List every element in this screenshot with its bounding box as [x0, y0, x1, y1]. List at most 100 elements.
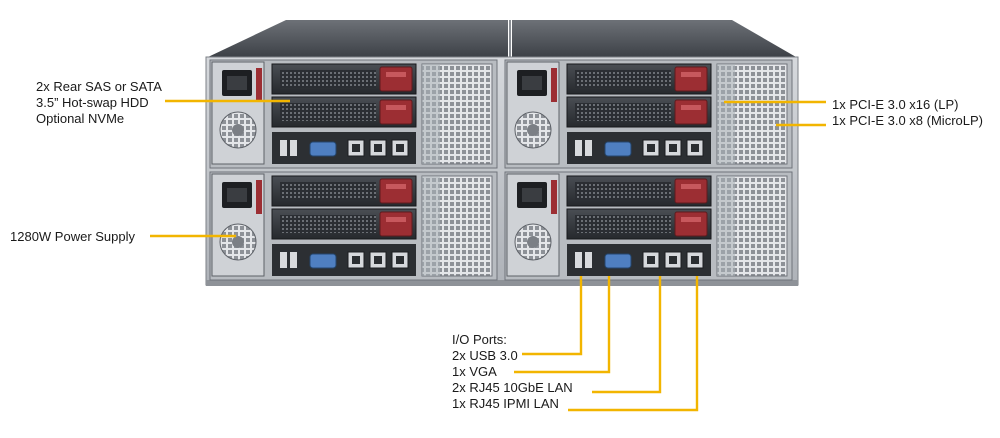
hdd-tray-vent: [575, 215, 671, 233]
io-panel: [272, 132, 416, 164]
compute-nodes: [209, 59, 793, 281]
hdd-bay-1: [271, 63, 417, 95]
hdd-release-handle: [379, 178, 413, 204]
pcie-expansion-area: [716, 175, 788, 277]
rj45-port-jack: [647, 144, 655, 152]
vga-port-icon: [309, 141, 337, 157]
rj45-port-jack: [352, 144, 360, 152]
rj45-port-jack: [396, 144, 404, 152]
hdd-tray-vent: [280, 182, 376, 200]
hdd-release-handle: [379, 211, 413, 237]
usb-port-icon: [290, 140, 297, 156]
usb-port-icon: [280, 252, 287, 268]
hdd-handle-highlight: [386, 217, 406, 222]
compute-node-3: [209, 171, 498, 281]
chassis-top: [208, 20, 796, 57]
psu-fan-hub: [527, 236, 539, 248]
hdd-callout-line-1: 2x Rear SAS or SATA: [36, 79, 162, 94]
hdd-bay-2: [566, 208, 712, 240]
callout-leader-lines: [150, 99, 826, 412]
vga-port-icon: [309, 253, 337, 269]
vga-leader-line: [514, 276, 611, 374]
vga-port-icon: [604, 253, 632, 269]
io-ipmi-lan-label: 1x RJ45 IPMI LAN: [452, 396, 559, 411]
psu-fan-hub: [232, 124, 244, 136]
io-vga-label: 1x VGA: [452, 364, 497, 379]
hdd-handle-highlight: [386, 72, 406, 77]
usb-port-icon: [575, 140, 582, 156]
rj45-port-jack: [669, 256, 677, 264]
power-inlet-socket: [522, 188, 542, 202]
hdd-tray-vent: [280, 103, 376, 121]
hdd-handle-highlight: [681, 72, 701, 77]
rj45-port-jack: [374, 144, 382, 152]
hdd-tray-vent: [575, 182, 671, 200]
pcie-expansion-area: [421, 63, 493, 165]
psu-release-tab: [256, 68, 262, 102]
hdd-callout: 2x Rear SAS or SATA 3.5” Hot-swap HDD Op…: [36, 79, 162, 127]
psu-callout-text: 1280W Power Supply: [10, 229, 136, 244]
psu-release-tab: [551, 180, 557, 214]
rj45-port-jack: [647, 256, 655, 264]
io-10gbe-lan-label: 2x RJ45 10GbE LAN: [452, 380, 573, 395]
hdd-tray-vent: [280, 215, 376, 233]
usb-port-icon: [575, 252, 582, 268]
pcie-callout-line-1: 1x PCI-E 3.0 x16 (LP): [832, 97, 959, 112]
hdd-release-handle: [674, 99, 708, 125]
rj45-port-jack: [691, 144, 699, 152]
usb-port-icon: [290, 252, 297, 268]
rj45-port-jack: [374, 256, 382, 264]
rj45-port-jack: [352, 256, 360, 264]
10gbe-lan-leader-line: [592, 276, 662, 394]
pcie-slot-bracket: [717, 176, 735, 276]
io-panel: [272, 244, 416, 276]
hdd-bay-1: [271, 175, 417, 207]
power-inlet-socket: [522, 76, 542, 90]
power-supply-module: [506, 61, 560, 165]
compute-node-4: [504, 171, 793, 281]
rj45-port-jack: [669, 144, 677, 152]
pcie-expansion-area: [716, 63, 788, 165]
vga-port-icon: [604, 141, 632, 157]
ipmi-lan-leader-line: [568, 276, 699, 412]
hdd-bay-2: [271, 96, 417, 128]
usb-leader-line: [522, 276, 583, 356]
pcie-slot-bracket: [717, 64, 735, 164]
compute-node-1: [209, 59, 498, 169]
pcie-slot-bracket: [422, 176, 440, 276]
psu-release-tab: [256, 180, 262, 214]
usb-port-icon: [280, 140, 287, 156]
hdd-bay-1: [566, 63, 712, 95]
usb-port-icon: [585, 252, 592, 268]
hdd-callout-line-3: Optional NVMe: [36, 111, 125, 126]
io-panel: [567, 132, 711, 164]
pcie-slot-bracket: [422, 64, 440, 164]
hdd-release-handle: [674, 66, 708, 92]
psu-fan-hub: [232, 236, 244, 248]
hdd-tray-vent: [575, 103, 671, 121]
hdd-bay-2: [566, 96, 712, 128]
psu-release-tab: [551, 68, 557, 102]
hdd-bay-2: [271, 208, 417, 240]
hdd-release-handle: [379, 99, 413, 125]
io-ports-heading: I/O Ports:: [452, 332, 507, 347]
power-inlet-socket: [227, 188, 247, 202]
compute-node-2: [504, 59, 793, 169]
pcie-expansion-area: [421, 175, 493, 277]
io-panel: [567, 244, 711, 276]
rj45-port-jack: [396, 256, 404, 264]
hdd-handle-highlight: [681, 105, 701, 110]
hdd-bay-1: [566, 175, 712, 207]
io-ports-callout: I/O Ports: 2x USB 3.0 1x VGA 2x RJ45 10G…: [452, 332, 573, 412]
hdd-handle-highlight: [681, 217, 701, 222]
hdd-handle-highlight: [386, 105, 406, 110]
power-supply-module: [211, 173, 265, 277]
hdd-tray-vent: [575, 70, 671, 88]
hdd-handle-highlight: [681, 184, 701, 189]
hdd-release-handle: [674, 211, 708, 237]
rj45-port-jack: [691, 256, 699, 264]
psu-fan-hub: [527, 124, 539, 136]
usb-port-icon: [585, 140, 592, 156]
hdd-callout-line-2: 3.5” Hot-swap HDD: [36, 95, 149, 110]
